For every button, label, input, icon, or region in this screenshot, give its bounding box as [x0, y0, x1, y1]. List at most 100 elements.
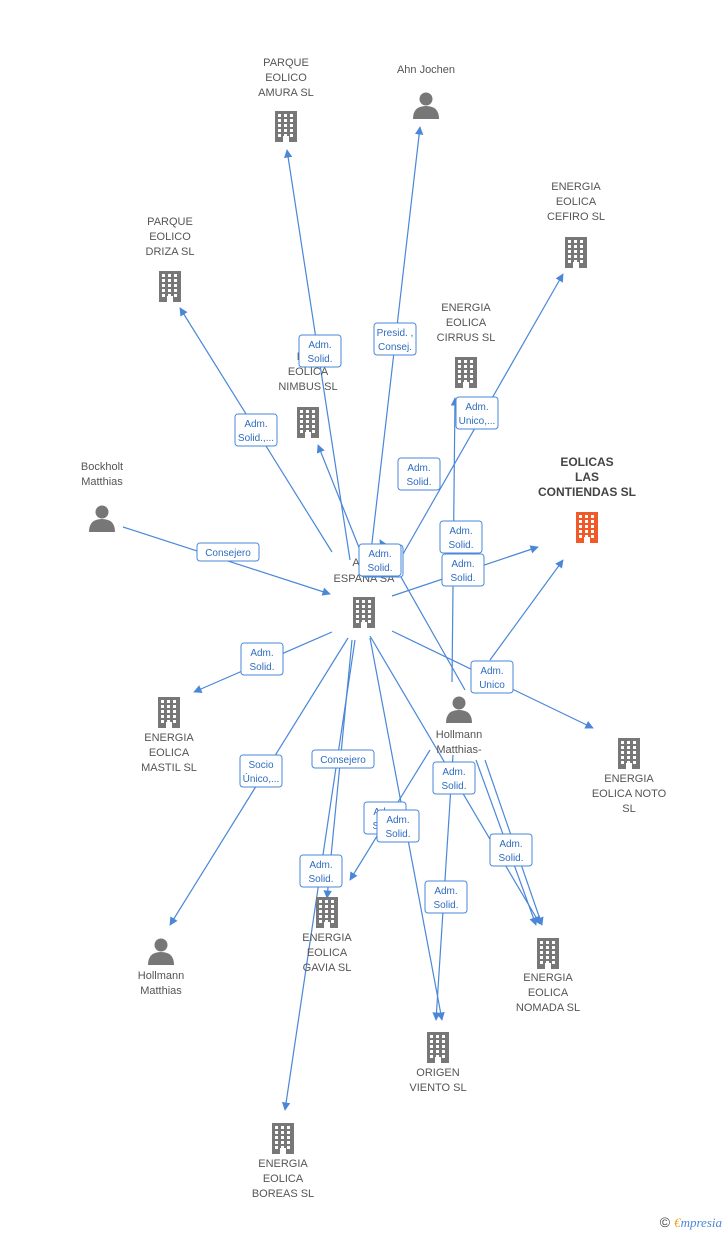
node-label[interactable]: ORIGEN — [416, 1067, 459, 1079]
node-label[interactable]: ENERGIA — [604, 773, 654, 785]
node-gavia[interactable]: ENERGIA EOLICA GAVIA SL — [302, 897, 352, 974]
node-label[interactable]: Matthias — [140, 985, 182, 997]
relation-label[interactable]: Adm.Unico,... — [455, 396, 499, 430]
node-label[interactable]: SL — [622, 803, 635, 815]
company-building-icon[interactable] — [158, 697, 180, 728]
node-label[interactable]: EOLICA NOTO — [592, 788, 667, 800]
company-building-icon[interactable] — [353, 597, 375, 628]
relation-label[interactable]: Adm.Solid. — [358, 543, 402, 577]
relation-label[interactable]: Adm.Solid. — [432, 761, 476, 795]
node-label[interactable]: Hollmann — [138, 970, 184, 982]
node-label[interactable]: VIENTO SL — [409, 1082, 466, 1094]
company-building-icon[interactable] — [272, 1123, 294, 1154]
node-label[interactable]: ENERGIA — [523, 972, 573, 984]
person-icon[interactable] — [89, 505, 115, 533]
node-label[interactable]: EOLICA — [528, 987, 569, 999]
node-label[interactable]: DRIZA SL — [146, 246, 195, 258]
node-origen[interactable]: ORIGEN VIENTO SL — [409, 1032, 467, 1094]
company-building-icon[interactable] — [455, 357, 477, 388]
node-label[interactable]: EOLICA — [288, 366, 329, 378]
node-driza[interactable]: PARQUE EOLICO DRIZA SL — [146, 216, 195, 302]
relation-label-box[interactable] — [397, 457, 441, 491]
node-label[interactable]: EOLICAS — [560, 455, 613, 469]
relation-label-box[interactable] — [489, 833, 533, 867]
relation-label-box[interactable] — [470, 660, 514, 694]
relation-label-box[interactable] — [196, 542, 260, 562]
relation-label[interactable]: Adm.Solid. — [489, 833, 533, 867]
node-ahn[interactable]: Ahn Jochen — [397, 64, 455, 119]
node-label[interactable]: Matthias — [81, 476, 123, 488]
node-label[interactable]: ENERGIA — [441, 302, 491, 314]
node-label[interactable]: NOMADA SL — [516, 1002, 580, 1014]
relation-label-box[interactable] — [441, 553, 485, 587]
node-label[interactable]: LAS — [575, 470, 599, 484]
person-icon[interactable] — [446, 696, 472, 724]
node-label[interactable]: Ahn Jochen — [397, 64, 455, 76]
person-icon[interactable] — [148, 938, 174, 966]
relation-label[interactable]: Adm.Unico — [470, 660, 514, 694]
relation-label-box[interactable] — [439, 520, 483, 554]
relation-label[interactable]: Adm.Solid. — [439, 520, 483, 554]
company-building-icon[interactable] — [576, 512, 598, 543]
node-label[interactable]: AMURA SL — [258, 87, 314, 99]
node-label[interactable]: EOLICO — [265, 72, 307, 84]
node-label[interactable]: Bockholt — [81, 461, 123, 473]
node-label[interactable]: Hollmann — [436, 729, 482, 741]
relation-label[interactable]: Adm.Solid. — [424, 880, 468, 914]
relation-label-box[interactable] — [358, 543, 402, 577]
company-building-icon[interactable] — [618, 738, 640, 769]
node-cirrus[interactable]: ENERGIA EOLICA CIRRUS SL — [437, 302, 496, 388]
relation-label[interactable]: Adm.Solid. — [298, 334, 342, 368]
node-label[interactable]: NIMBUS SL — [278, 381, 337, 393]
brand-logo[interactable]: €mpresia — [674, 1215, 722, 1230]
relation-label[interactable]: SocioÚnico,... — [239, 754, 283, 788]
node-label[interactable]: BOREAS SL — [252, 1188, 314, 1200]
relation-label[interactable]: Consejero — [196, 542, 260, 562]
relation-label-box[interactable] — [373, 322, 417, 356]
node-label[interactable]: EOLICA — [149, 747, 190, 759]
node-label[interactable]: CIRRUS SL — [437, 332, 496, 344]
node-label[interactable]: EOLICA — [446, 317, 487, 329]
node-label[interactable]: EOLICO — [149, 231, 191, 243]
company-building-icon[interactable] — [316, 897, 338, 928]
node-label[interactable]: MASTIL SL — [141, 762, 197, 774]
node-label[interactable]: GAVIA SL — [303, 962, 352, 974]
person-icon[interactable] — [413, 92, 439, 120]
relation-label-box[interactable] — [311, 749, 375, 769]
company-building-icon[interactable] — [297, 407, 319, 438]
node-label[interactable]: ENERGIA — [551, 181, 601, 193]
node-label[interactable]: Matthias- — [436, 744, 482, 756]
node-label[interactable]: EOLICA — [556, 196, 597, 208]
relation-label[interactable]: Consejero — [311, 749, 375, 769]
relation-label-box[interactable] — [239, 754, 283, 788]
node-label[interactable]: PARQUE — [147, 216, 193, 228]
node-label[interactable]: ENERGIA — [258, 1158, 308, 1170]
node-label[interactable]: ENERGIA — [302, 932, 352, 944]
node-label[interactable]: EOLICA — [307, 947, 348, 959]
node-label[interactable]: CONTIENDAS SL — [538, 485, 636, 499]
relation-label[interactable]: Presid. ,Consej. — [373, 322, 417, 356]
relation-label[interactable]: Adm.Solid.,... — [234, 413, 278, 447]
relation-label-box[interactable] — [299, 854, 343, 888]
company-building-icon[interactable] — [537, 938, 559, 969]
relation-label[interactable]: Adm.Solid. — [397, 457, 441, 491]
company-building-icon[interactable] — [275, 111, 297, 142]
relation-label-box[interactable] — [432, 761, 476, 795]
node-nomada[interactable]: ENERGIA EOLICA NOMADA SL — [516, 938, 580, 1014]
company-building-icon[interactable] — [565, 237, 587, 268]
relation-label-box[interactable] — [455, 396, 499, 430]
relation-label-box[interactable] — [298, 334, 342, 368]
node-label[interactable]: CEFIRO SL — [547, 211, 605, 223]
company-building-icon[interactable] — [427, 1032, 449, 1063]
relation-label-box[interactable] — [234, 413, 278, 447]
node-cefiro[interactable]: ENERGIA EOLICA CEFIRO SL — [547, 181, 605, 268]
relation-label[interactable]: Adm.Solid. — [441, 553, 485, 587]
relation-label-box[interactable] — [424, 880, 468, 914]
node-noto[interactable]: ENERGIA EOLICA NOTO SL — [592, 738, 667, 815]
